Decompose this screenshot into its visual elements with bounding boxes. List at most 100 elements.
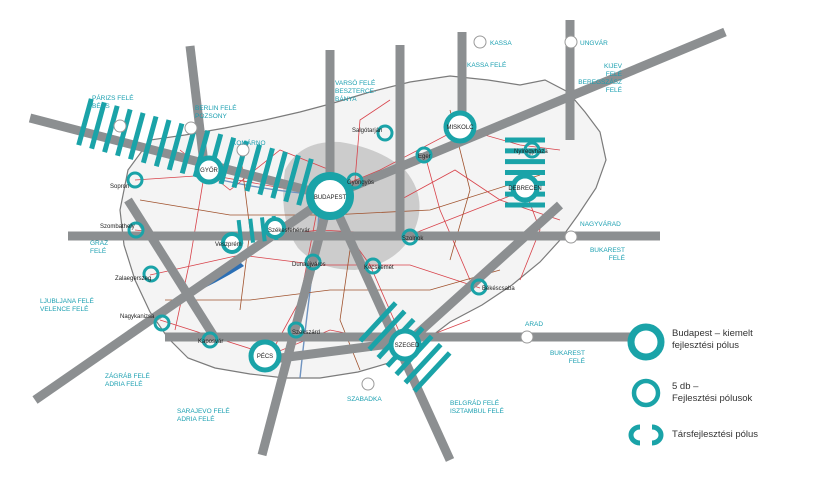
label-szombathely: Szombathely [100, 224, 135, 230]
legend-codevelopment-line-1: Társfejlesztési pólus [672, 429, 759, 440]
hatch-bar [248, 218, 256, 243]
label-dunaujvaros: Dunaújváros [292, 262, 326, 268]
endpoint-szabadka [361, 377, 375, 391]
label-gyongyos: Gyöngyös [347, 180, 374, 186]
endpoint-kassa [473, 35, 487, 49]
label-veszprem: Veszprém [215, 242, 242, 248]
road [399, 169, 561, 221]
development-poles [194, 110, 540, 373]
road [174, 169, 206, 331]
hatch-bar [153, 119, 172, 167]
corridor-west-link [124, 197, 219, 341]
label-miskolc: MISKOLC [446, 125, 474, 131]
transport-corridors [28, 20, 727, 462]
label-salgotarjan: Salgótarján [352, 128, 382, 134]
legend-budapest-line-1: Budapest – kiemelt [672, 328, 753, 339]
secondary-poles [126, 124, 541, 349]
corridor-label-kassa: KASSA FELÉ [467, 60, 507, 69]
hatch-bar [89, 101, 107, 150]
endpoint-nagyvarad [564, 230, 578, 244]
city-sopron [126, 171, 144, 189]
corridor-label-komarno: KOMÁRNO [232, 138, 266, 147]
city-nagykanizsa [153, 314, 171, 332]
legend-pole-label: 5 db – Fejlesztési pólusok [672, 381, 752, 405]
corridor-endpoints [113, 35, 578, 391]
pole-gyor [194, 155, 224, 185]
city-szombathely [127, 221, 145, 239]
hatch-bar [412, 351, 452, 393]
hatch-bar [403, 342, 443, 385]
corridor-label-ungvar: UNGVÁR [580, 38, 608, 47]
label-szeged: SZEGED [395, 343, 420, 349]
hatch-bar [244, 144, 262, 192]
hatch-bar [166, 122, 185, 171]
label-sopron: Sopron [110, 184, 129, 190]
rail [165, 269, 501, 301]
corridor-label-szabadka: SZABADKA [347, 396, 382, 403]
hatch-bar [358, 301, 398, 343]
pole-szeged [388, 328, 422, 362]
corridor-label-kassa-top: KASSA [490, 40, 512, 47]
endpoint-pozsony [184, 121, 198, 135]
label-bekescsaba: Békéscsaba [482, 286, 515, 292]
city-eger [415, 146, 433, 164]
corridor-szabadka [257, 194, 335, 457]
rail [339, 249, 361, 371]
label-eger: Eger [418, 154, 431, 160]
label-kecskemet: Kecskemét [364, 265, 394, 271]
label-zalaegerszeg: Zalaegerszeg [115, 276, 151, 282]
hatch-bar [270, 151, 288, 199]
legend-pole-icon [631, 378, 661, 408]
legend-budapest-label: Budapest – kiemelt fejlesztési pólus [672, 328, 753, 352]
hatch-bar [259, 217, 267, 242]
city-szekszard [287, 321, 305, 339]
city-kecskemet [364, 257, 382, 275]
endpoint-komarno [236, 143, 250, 157]
pole-debrecen [510, 173, 540, 203]
legend-budapest-icon [627, 323, 665, 361]
label-szekszard: Szekszárd [292, 330, 320, 336]
label-pecs: PÉCS [257, 353, 273, 360]
legend-codevelopment-icon [628, 424, 664, 446]
endpoint-bec [113, 119, 127, 133]
pole-pecs [248, 339, 282, 373]
hatch-bar [283, 154, 301, 203]
corridor-label-nagyvarad: NAGYVÁRAD [580, 219, 621, 228]
hatch-bar [140, 115, 159, 164]
pole-budapest [306, 172, 354, 220]
hatch-bar [76, 98, 94, 146]
legend-pole-line-1: 5 db – [672, 381, 699, 392]
hatch-bar [102, 105, 120, 153]
label-szekesfehervar: Székesfehérvár [268, 228, 310, 234]
city-bekescsaba [470, 278, 488, 296]
legend-codevelopment-label: Társfejlesztési pólus [672, 429, 758, 441]
label-szolnok: Szolnok [402, 236, 424, 242]
label-nyiregyhaza: Nyíregyháza [514, 149, 548, 155]
hatch-bar [218, 137, 237, 185]
city-kaposvar [201, 331, 219, 349]
city-zalaegerszeg [142, 265, 160, 283]
pole-miskolc [443, 110, 477, 144]
label-kaposvar: Kaposvár [198, 339, 223, 345]
endpoint-ungvar [564, 35, 578, 49]
pole-szekesfehervar [264, 217, 286, 239]
label-nagykanizsa: Nagykanizsa [120, 314, 155, 320]
label-debrecen: DEBRECEN [508, 186, 541, 192]
label-budapest: BUDAPEST [314, 195, 347, 201]
city-szolnok [401, 228, 419, 246]
legend-pole-line-2: Fejlesztési pólusok [672, 393, 753, 404]
city-salgotarjan [376, 124, 394, 142]
